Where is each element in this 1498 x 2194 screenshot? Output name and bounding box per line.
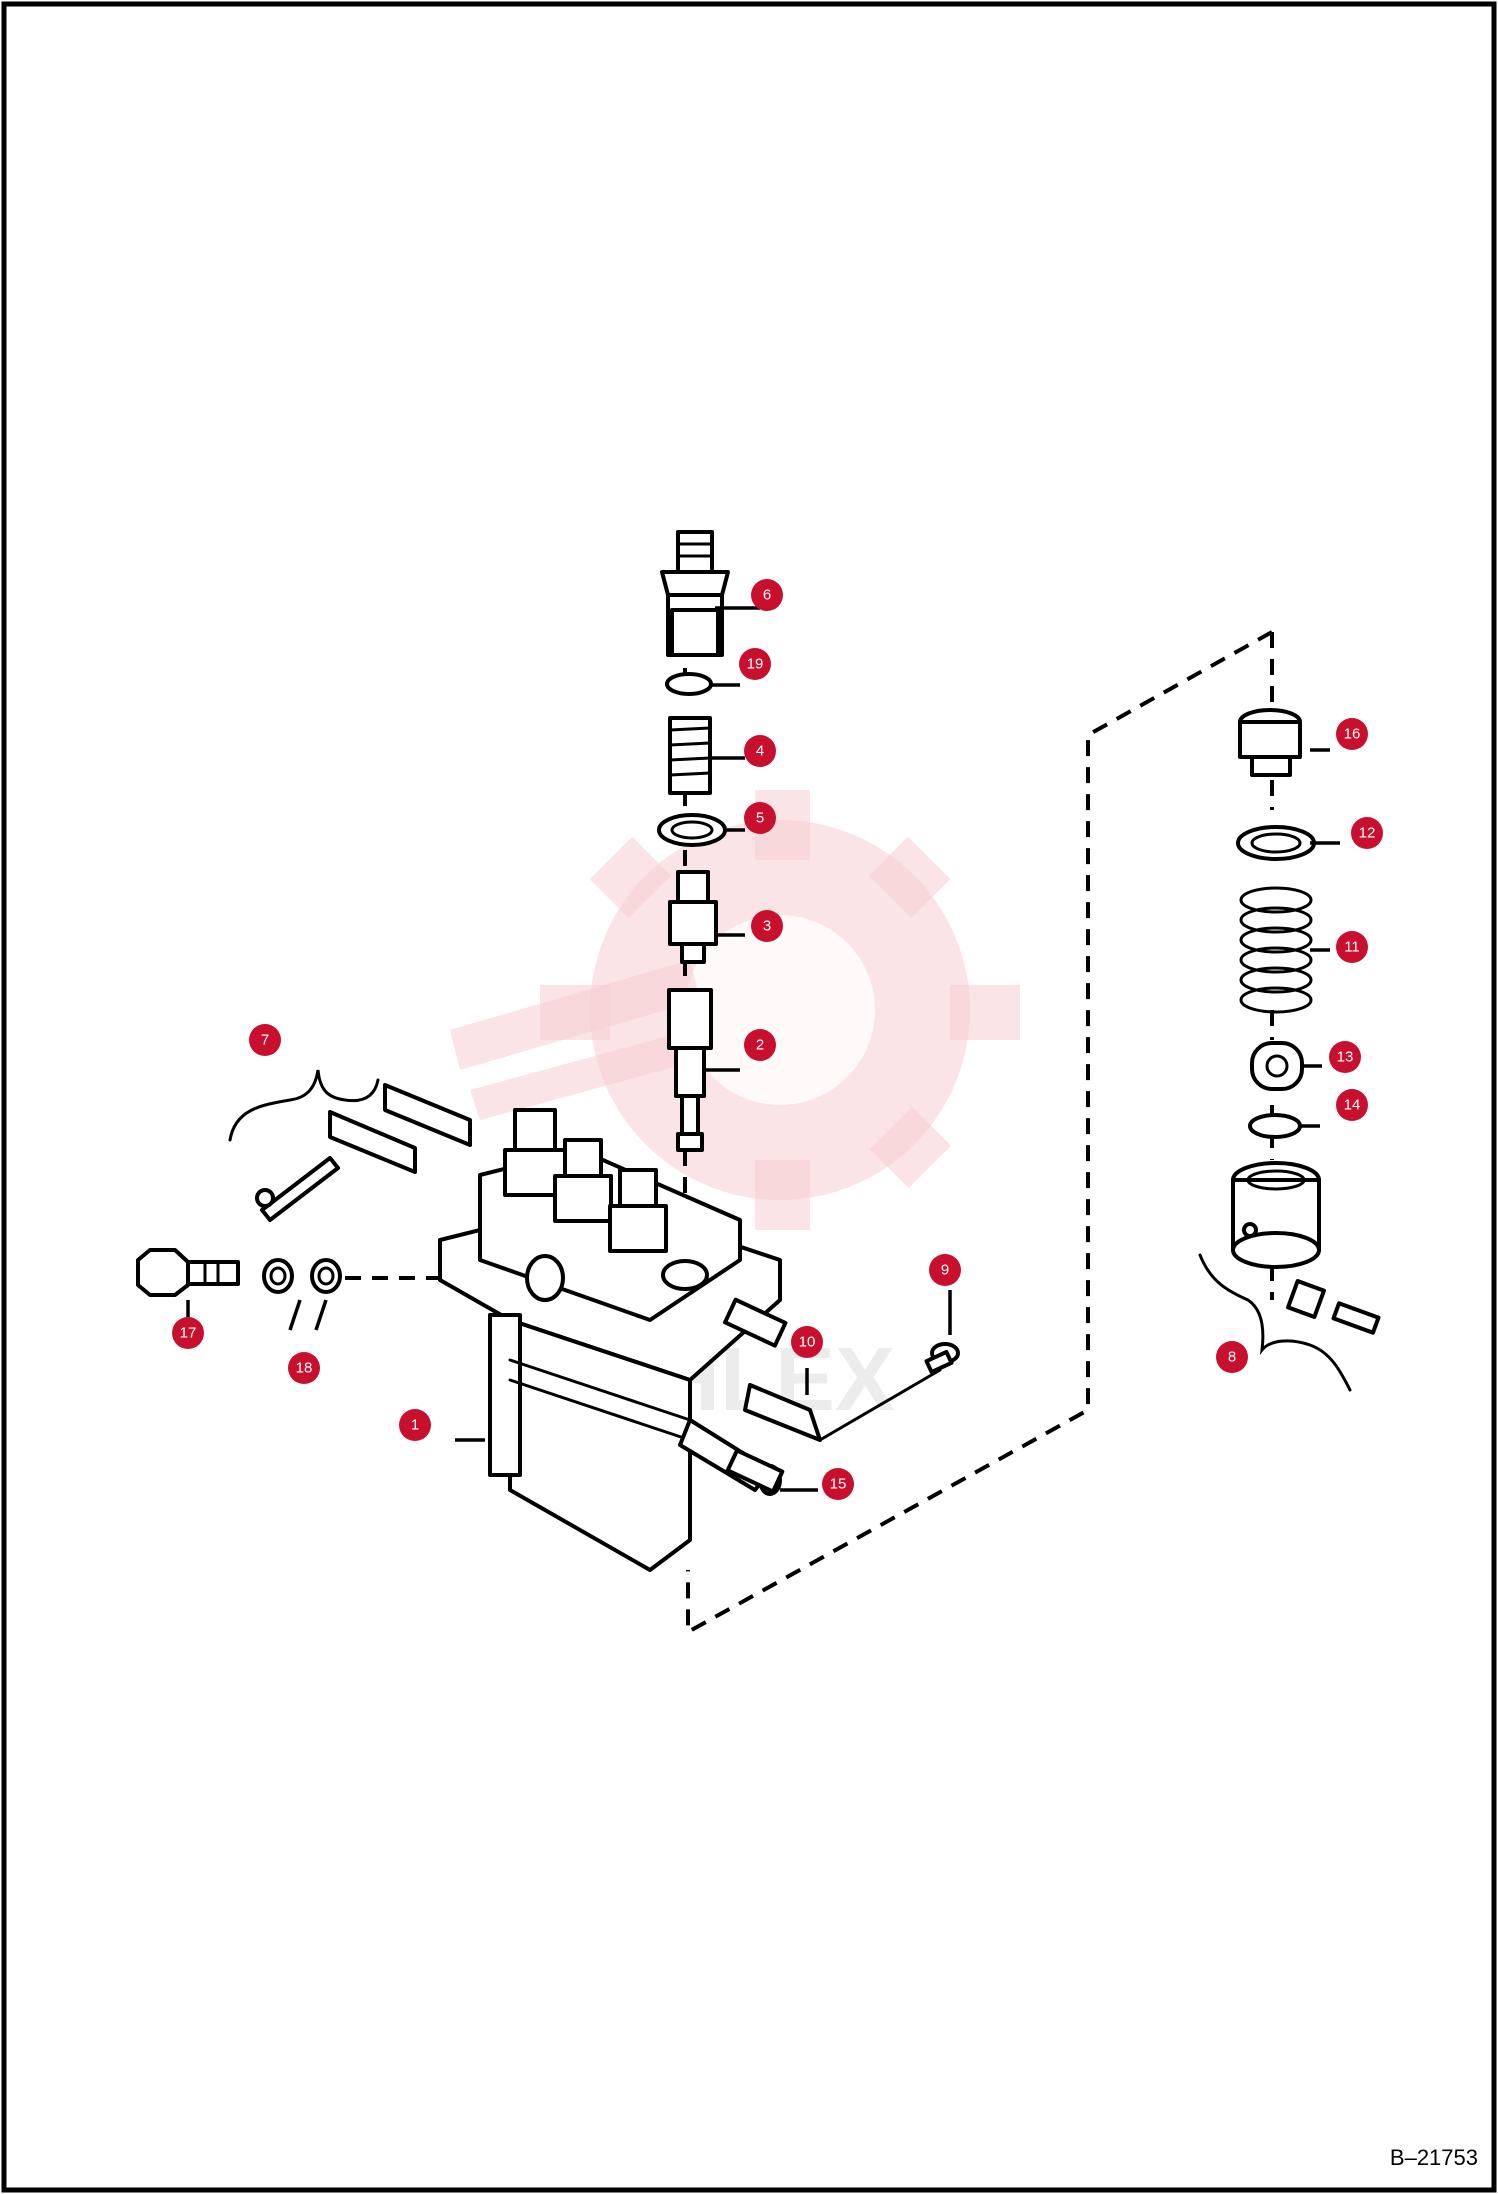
leader-lines xyxy=(186,606,1340,1492)
callout-16-label: 16 xyxy=(1344,726,1361,743)
callout-15-label: 15 xyxy=(830,1476,847,1493)
callout-17-label: 17 xyxy=(180,1325,197,1342)
callout-9-label: 9 xyxy=(941,1262,949,1279)
callout-18-label: 18 xyxy=(296,1360,313,1377)
callout-13[interactable]: 13 xyxy=(1329,1041,1361,1073)
callout-12-label: 12 xyxy=(1359,825,1376,842)
callout-1[interactable]: 1 xyxy=(399,1409,431,1441)
part-15-fitting xyxy=(725,1448,785,1494)
part-10-bracket xyxy=(743,1368,942,1442)
callout-2-label: 2 xyxy=(756,1037,764,1054)
callout-5[interactable]: 5 xyxy=(744,802,776,834)
part-14-o-ring xyxy=(1248,1113,1302,1139)
callout-10[interactable]: 10 xyxy=(791,1326,823,1358)
callout-13-label: 13 xyxy=(1337,1049,1354,1066)
callout-11-label: 11 xyxy=(1344,939,1360,956)
part-18-washers xyxy=(262,1258,342,1294)
callout-4[interactable]: 4 xyxy=(744,735,776,767)
callout-16[interactable]: 16 xyxy=(1336,718,1368,750)
callout-3[interactable]: 3 xyxy=(751,910,783,942)
callout-8-label: 8 xyxy=(1228,1349,1236,1366)
callout-19-label: 19 xyxy=(747,656,764,673)
part-12-gasket xyxy=(1236,825,1316,861)
part-2-plunger xyxy=(667,988,713,1152)
drawing-reference: B–21753 xyxy=(1390,2145,1478,2170)
callout-2[interactable]: 2 xyxy=(744,1029,776,1061)
callout-3-label: 3 xyxy=(763,918,771,935)
callout-10-label: 10 xyxy=(799,1334,816,1351)
callout-14-label: 14 xyxy=(1344,1097,1361,1114)
callout-7[interactable]: 7 xyxy=(249,1024,281,1056)
part-17-banjo-bolt xyxy=(136,1248,240,1297)
part-1-pump-body xyxy=(438,1108,788,1572)
callout-14[interactable]: 14 xyxy=(1336,1089,1368,1121)
part-19-o-ring xyxy=(665,672,713,696)
callout-6[interactable]: 6 xyxy=(751,579,783,611)
part-6-delivery-valve-holder xyxy=(660,530,730,657)
part-9-screw xyxy=(924,1342,960,1375)
callout-15[interactable]: 15 xyxy=(822,1468,854,1500)
callout-9[interactable]: 9 xyxy=(929,1254,961,1286)
part-4-spring xyxy=(668,716,712,795)
callout-11[interactable]: 11 xyxy=(1336,931,1368,963)
part-13-sleeve xyxy=(1250,1041,1304,1091)
part-3-delivery-valve xyxy=(668,870,718,964)
callout-12[interactable]: 12 xyxy=(1351,817,1383,849)
callout-4-label: 4 xyxy=(756,743,764,760)
callout-6-label: 6 xyxy=(763,587,771,604)
callout-18[interactable]: 18 xyxy=(288,1352,320,1384)
part-5-gasket xyxy=(657,813,727,847)
callout-19[interactable]: 19 xyxy=(739,648,771,680)
callout-7-label: 7 xyxy=(261,1032,269,1049)
part-8-kit xyxy=(1198,1161,1381,1392)
callout-17[interactable]: 17 xyxy=(172,1317,204,1349)
part-16-cap-nut xyxy=(1238,708,1302,777)
callout-1-label: 1 xyxy=(411,1417,419,1434)
part-11-spring xyxy=(1239,886,1313,1014)
callout-5-label: 5 xyxy=(756,810,764,827)
callout-8[interactable]: 8 xyxy=(1216,1341,1248,1373)
part-7-kit xyxy=(228,1069,472,1222)
